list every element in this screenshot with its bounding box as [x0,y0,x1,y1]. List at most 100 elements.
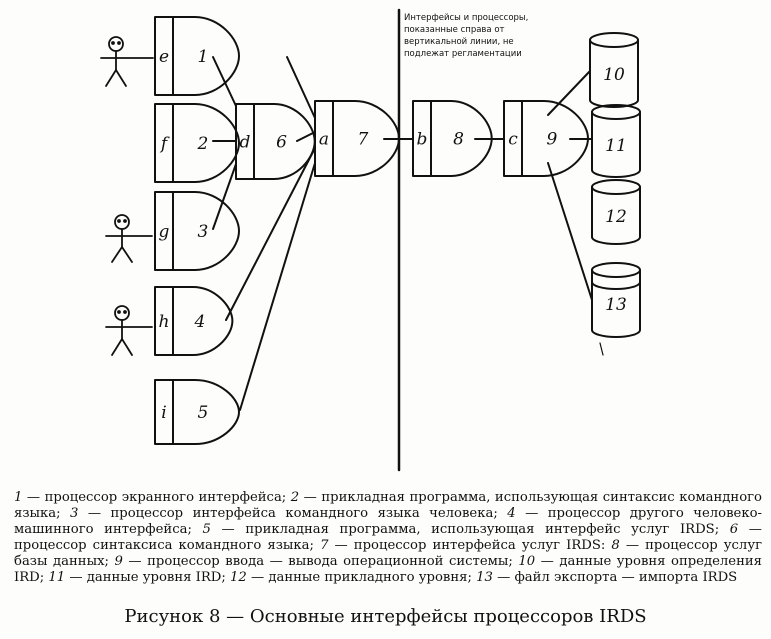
legend-number: 4 [507,506,516,522]
processor-number: 6 [276,133,287,153]
boundary-note-line: подлежат регламентации [404,49,522,59]
legend-description: — процессор интерфейса услуг IRDS: [328,538,612,554]
processor-number: 1 [198,47,209,67]
processor-number: 8 [453,130,464,150]
boundary-note-line: показанные справа от [404,25,505,35]
figure-legend: 1 — процессор экранного интерфейса; 2 — … [14,490,762,587]
legend-number: 12 [229,570,247,586]
port-label: b [417,130,428,150]
legend-description: — процессор ввода — вывода операционной … [122,554,519,570]
boundary-note: Интерфейсы и процессоры, показанные спра… [404,13,531,59]
data-store-13: 13 [591,262,641,338]
legend-description: — данные уровня IRD; [65,570,230,586]
legend-description: — данные прикладного уровня; [246,570,477,586]
data-store-10: 10 [589,32,639,108]
store-number: 10 [603,65,625,85]
legend-number: 1 [14,490,23,505]
boundary-note-line: Интерфейсы и процессоры, [404,13,528,23]
legend-number: 5 [202,522,211,538]
cylinder-top [591,179,641,195]
cylinder-body [589,39,639,108]
port-label: a [319,130,329,150]
processor-shape [154,16,240,96]
edge-4-to-7 [225,147,316,321]
legend-description: — процессор другого человеко-машинного и… [14,506,762,538]
port-label: h [159,312,170,332]
legend-number: 7 [320,538,329,554]
processor-shape [154,379,240,445]
legend-number: 11 [48,570,66,586]
legend-number: 10 [518,554,536,570]
data-store-11: 11 [591,104,641,178]
processor-number: 7 [358,130,369,150]
user-figure-3 [105,214,153,263]
port-label: d [240,133,251,153]
legend-number: 2 [290,490,300,505]
processor-number: 2 [197,134,209,154]
processor-shape [154,191,240,271]
legend-description: — данные уровня определения IRD; [14,554,762,586]
processor-shape [154,103,240,183]
edge-1-to-7 [286,56,316,119]
irds-interface-diagram: Интерфейсы и процессоры, показанные спра… [100,8,641,472]
edge-6-to-7 [296,131,316,142]
cylinder-band [591,281,641,290]
store-number: 13 [605,295,627,315]
cylinder-top [591,104,641,120]
port-label: g [159,222,170,242]
legend-description: — прикладная программа, использующая инт… [210,522,730,538]
processor-shape [412,100,493,177]
legend-description: — файл экспорта — импорта IRDS [492,570,738,586]
cylinder-body [591,186,641,245]
processor-shape [314,100,400,177]
port-label: f [159,134,170,154]
tick-mark [599,342,604,356]
port-label: i [161,403,166,423]
user-figure-4 [105,305,153,356]
store-number: 11 [605,136,627,156]
legend-number: 13 [476,570,493,586]
legend-description: — процессор интерфейса командного языка … [78,506,508,522]
edge-5-to-7 [239,162,316,411]
connection-lines [212,56,604,411]
edge-3-to-6 [212,163,237,230]
port-label: c [508,130,518,150]
port-label: e [159,47,169,67]
edge-9-to-13 [547,162,593,301]
processor-number: 4 [194,312,206,332]
legend-number: 6 [729,522,739,538]
legend-description: — прикладная программа, использующая син… [14,490,762,522]
processor-shape [503,100,589,177]
edge-9-to-10 [547,70,591,116]
legend-description: — процессор экранного интерфейса; [22,490,291,505]
legend-number: 8 [611,538,620,554]
legend-description: — процессор синтаксиса командного языка; [14,522,762,554]
legend-description: — процессор услуг базы данных; [14,538,762,570]
legend-number: 3 [70,506,79,522]
processor-number: 3 [198,222,209,242]
legend-number: 9 [114,554,123,570]
store-number: 12 [605,207,627,227]
cylinder-body [591,111,641,178]
data-stores: 10 11 12 13 [589,32,641,338]
user-figure-1 [100,36,154,87]
data-store-12: 12 [591,179,641,245]
cylinder-top [591,262,641,278]
cylinder-top [589,32,639,48]
edge-1-to-6 [212,56,237,107]
figure-caption: Рисунок 8 — Основные интерфейсы процессо… [124,606,647,627]
processor-shape [154,286,234,356]
processor-number: 9 [547,130,558,150]
boundary-note-line: вертикальной линии, не [404,37,514,47]
